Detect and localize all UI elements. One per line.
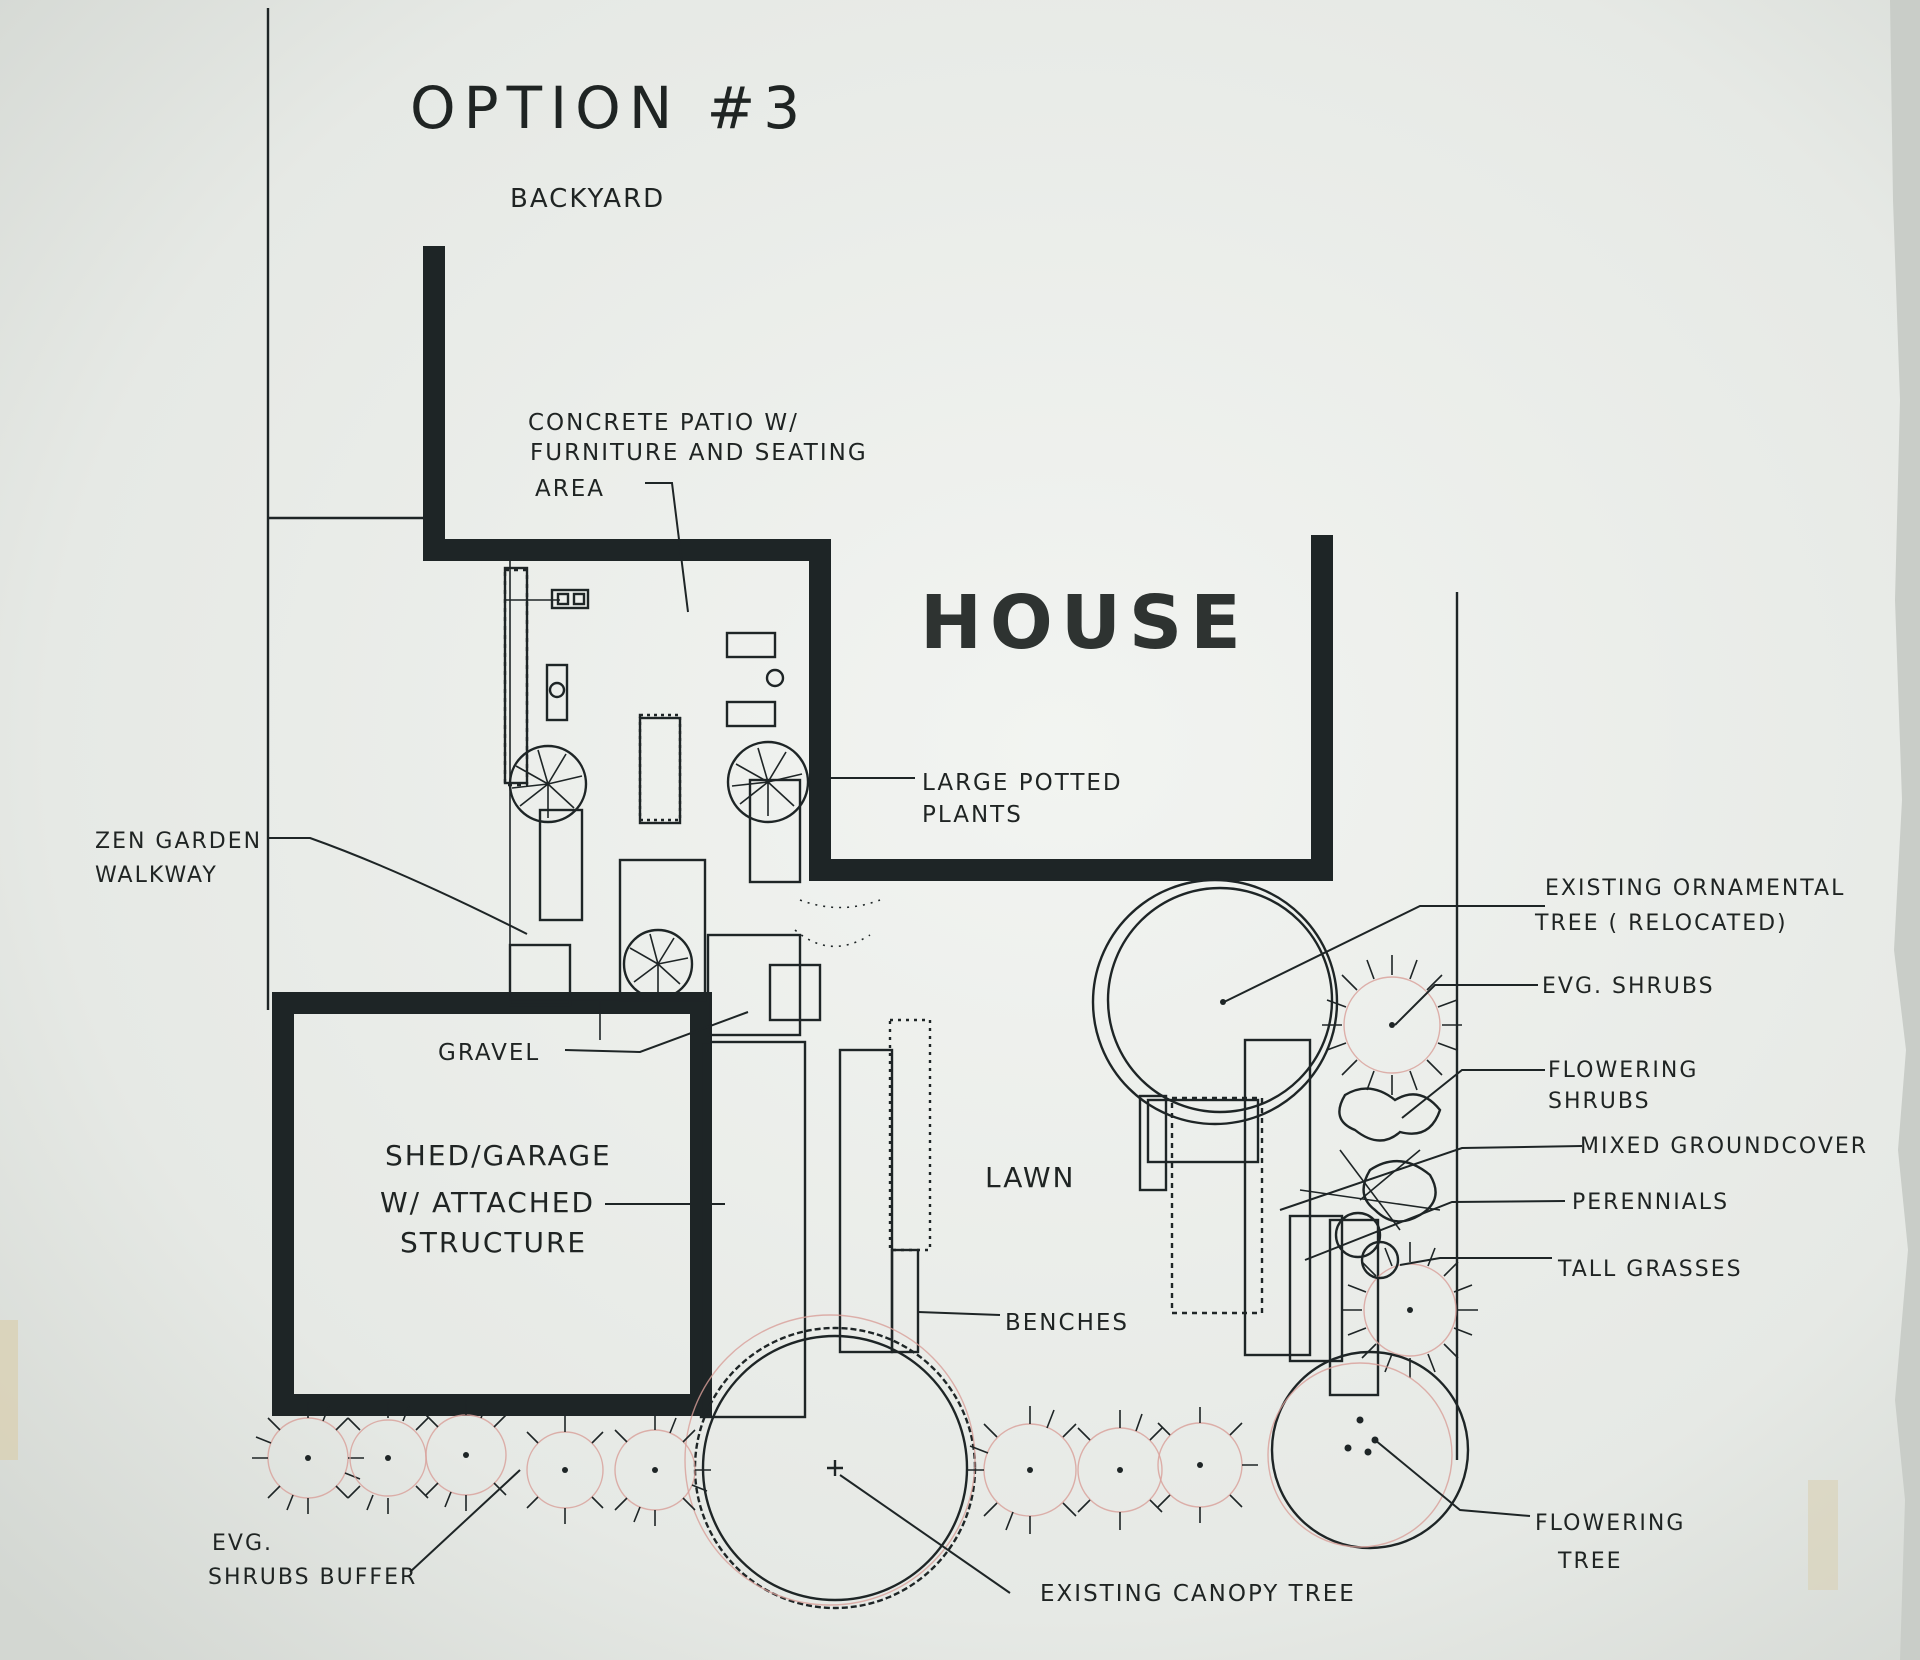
zen-label-line1: ZEN GARDEN	[95, 829, 262, 854]
flowering-shrubs-label-line2: SHRUBS	[1548, 1089, 1651, 1114]
plan-subtitle: BACKYARD	[510, 184, 665, 214]
tape-left	[0, 1320, 18, 1460]
patio-label-line3: AREA	[535, 476, 605, 502]
potted-label-line2: PLANTS	[922, 802, 1023, 828]
existing-ornamental-tree	[1091, 878, 1339, 1126]
house-label: HOUSE	[920, 580, 1249, 666]
evg-shrub-cluster-right	[1322, 955, 1478, 1378]
evg-shrubs-label: EVG. SHRUBS	[1542, 974, 1715, 999]
shed-label-line1: SHED/GARAGE	[385, 1139, 612, 1172]
plan-title: OPTION #3	[410, 74, 808, 142]
labels: OPTION #3 BACKYARD HOUSE CONCRETE PATIO …	[95, 74, 1868, 1607]
zen-label-line2: WALKWAY	[95, 863, 218, 888]
large-potted-plants	[508, 713, 810, 1000]
existing-canopy-tree	[684, 1314, 977, 1610]
flowering-shrubs-label-line1: FLOWERING	[1548, 1058, 1698, 1083]
perennials-label: PERENNIALS	[1572, 1190, 1729, 1215]
right-planting-beds	[1138, 1038, 1380, 1397]
ornamental-label-line2: TREE ( RELOCATED)	[1534, 911, 1788, 936]
zen-garden-walkway	[503, 560, 881, 1040]
torn-paper-edge	[1890, 0, 1920, 1660]
potted-label-line1: LARGE POTTED	[922, 770, 1123, 796]
lawn-label: LAWN	[985, 1161, 1076, 1194]
attached-structure	[699, 1040, 807, 1419]
benches	[838, 1018, 932, 1354]
patio-label-line1: CONCRETE PATIO W/	[528, 410, 799, 436]
ornamental-label-line1: EXISTING ORNAMENTAL	[1545, 876, 1845, 901]
canopy-label: EXISTING CANOPY TREE	[1040, 1581, 1356, 1607]
tall-grasses-label: TALL GRASSES	[1557, 1257, 1743, 1282]
patio-label-line2: FURNITURE AND SEATING	[530, 440, 868, 466]
shed-label-line3: STRUCTURE	[400, 1226, 587, 1259]
flowering-tree-label-line1: FLOWERING	[1535, 1511, 1685, 1536]
evg-buffer-label-line2: SHRUBS BUFFER	[208, 1565, 417, 1590]
flowering-tree	[1267, 1350, 1470, 1550]
evg-shrubs-buffer	[252, 1399, 1258, 1534]
tape-right	[1808, 1480, 1838, 1590]
gravel-label: GRAVEL	[438, 1040, 540, 1066]
flowering-tree-label-line2: TREE	[1557, 1549, 1623, 1574]
tall-grasses	[1334, 1211, 1400, 1280]
evg-buffer-label-line1: EVG.	[212, 1531, 273, 1556]
groundcover-label: MIXED GROUNDCOVER	[1580, 1134, 1868, 1159]
patio-furniture	[545, 588, 785, 728]
benches-label: BENCHES	[1005, 1310, 1129, 1336]
leader-lines	[268, 482, 1583, 1594]
shed-label-line2: W/ ATTACHED	[380, 1186, 595, 1219]
